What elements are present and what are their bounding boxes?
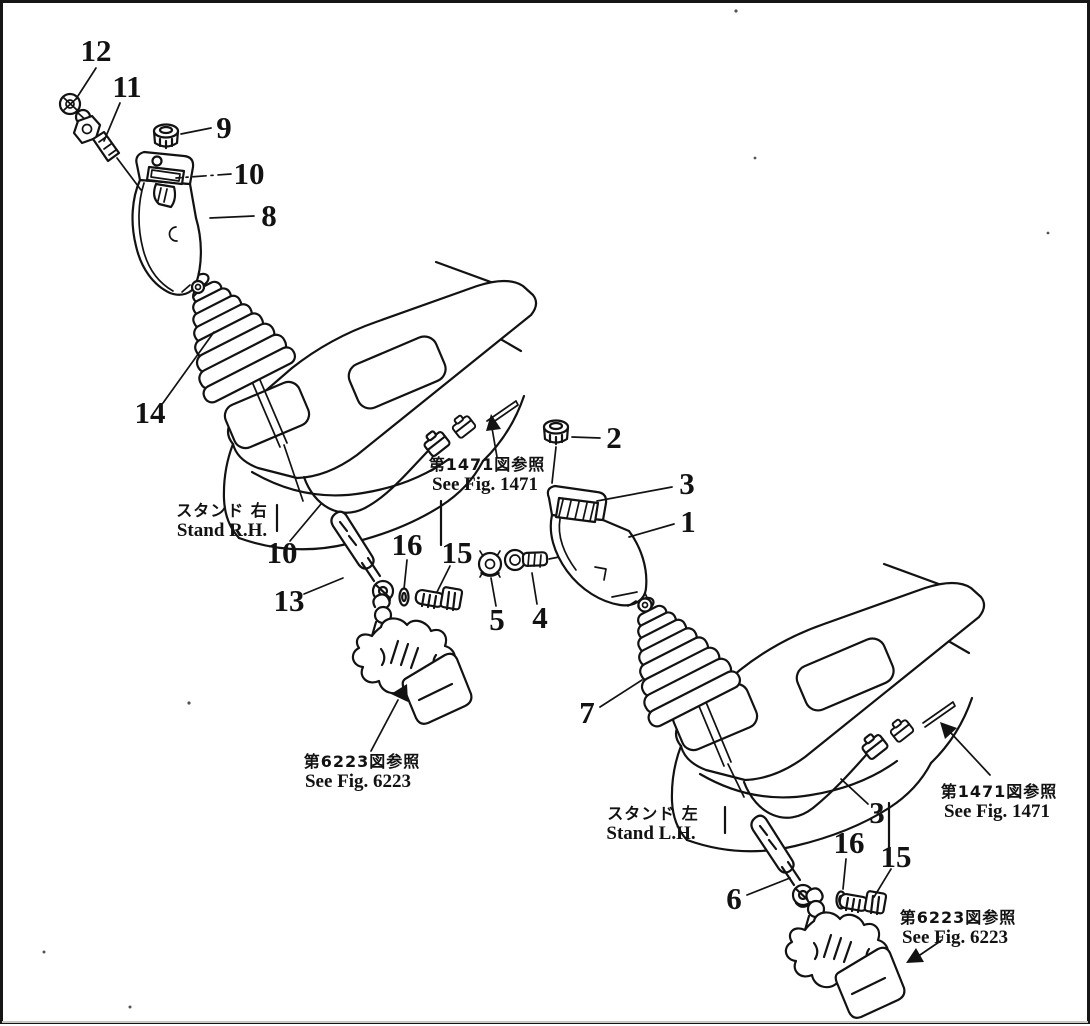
leader-lines xyxy=(75,67,892,898)
arrow-see-fig-1471-lh xyxy=(940,722,991,776)
leader-3a xyxy=(596,486,673,502)
callout-13: 13 xyxy=(274,583,305,618)
leader-11 xyxy=(103,102,121,142)
leader-9 xyxy=(180,127,212,135)
lever-shaft-rh xyxy=(249,372,304,502)
leader-3b xyxy=(840,778,869,805)
leader-5 xyxy=(490,577,497,607)
callout-15b: 15 xyxy=(881,839,912,874)
label-stand-lh-jp: スタンド 左 xyxy=(607,804,699,823)
label-see-fig-6223-rh-en: See Fig. 6223 xyxy=(305,771,411,792)
callout-2: 2 xyxy=(606,420,622,455)
leader-2 xyxy=(571,436,601,439)
leader-15b xyxy=(873,868,892,898)
cap-rh xyxy=(152,123,180,150)
label-see-fig-1471-lh-jp: 第1471図参照 xyxy=(941,782,1058,801)
stand-rh-assembly xyxy=(58,92,575,725)
label-stand-rh-jp: スタンド 右 xyxy=(176,501,268,520)
callout-15a: 15 xyxy=(442,535,473,570)
callout-7: 7 xyxy=(579,695,595,730)
bolt-11 xyxy=(72,114,142,191)
leader-4 xyxy=(531,572,538,605)
grip-rh xyxy=(131,150,206,298)
callout-11: 11 xyxy=(112,69,141,104)
leader-7 xyxy=(599,679,643,708)
scan-speckles xyxy=(42,9,1050,1009)
callout-3b: 3 xyxy=(869,795,885,830)
switch-rh xyxy=(145,165,186,209)
callout-5: 5 xyxy=(489,602,505,637)
leader-15a xyxy=(436,565,451,593)
arrow-see-fig-1471-rh xyxy=(486,414,501,458)
cap-lh xyxy=(542,419,570,446)
callout-6: 6 xyxy=(726,881,742,916)
label-see-fig-1471-rh-jp: 第1471図参照 xyxy=(429,455,546,474)
switch-cable-rh xyxy=(302,450,429,514)
callout-1: 1 xyxy=(680,504,696,539)
label-see-fig-6223-rh-jp: 第6223図参照 xyxy=(304,752,421,771)
callout-3a: 3 xyxy=(679,466,695,501)
label-see-fig-1471-lh-en: See Fig. 1471 xyxy=(944,801,1050,822)
callout-10b: 10 xyxy=(267,535,298,570)
nut-5 xyxy=(477,550,503,578)
label-see-fig-6223-lh-en: See Fig. 6223 xyxy=(902,927,1008,948)
callout-4: 4 xyxy=(532,600,548,635)
leader-12 xyxy=(75,67,97,100)
harness-wire-lh xyxy=(922,701,956,728)
callout-14: 14 xyxy=(135,395,166,430)
grip-lh xyxy=(546,484,653,613)
arrow-see-fig-6223-rh xyxy=(370,684,408,752)
leader-6 xyxy=(746,877,791,896)
leader-10b xyxy=(289,503,322,542)
leader-1 xyxy=(628,523,675,538)
callout-12: 12 xyxy=(81,33,112,68)
leader-8 xyxy=(209,215,255,219)
callout-16b: 16 xyxy=(834,825,865,860)
leader-16b xyxy=(842,858,847,890)
label-see-fig-1471-rh-en: See Fig. 1471 xyxy=(432,474,538,495)
leader-16a xyxy=(403,559,408,590)
switch-cable-lh xyxy=(742,752,869,819)
leader-10a xyxy=(175,173,232,179)
label-stand-rh-en: Stand R.H. xyxy=(177,520,267,541)
switch-lh xyxy=(554,496,600,524)
label-see-fig-6223-lh-jp: 第6223図参照 xyxy=(900,908,1017,927)
callout-8: 8 xyxy=(261,198,277,233)
callout-16a: 16 xyxy=(392,527,423,562)
lever-shaft-lh xyxy=(695,694,745,798)
leader-14 xyxy=(162,331,215,404)
callouts: 12 11 9 10 8 14 10 13 16 15 5 4 2 3 1 7 … xyxy=(81,33,912,916)
cap-lh-axis xyxy=(551,446,557,484)
callout-9: 9 xyxy=(216,110,232,145)
page-border-bottom xyxy=(2,1021,1088,1023)
stand-lh-assembly xyxy=(542,419,986,1019)
arrow-see-fig-6223-lh xyxy=(906,939,943,963)
leader-13 xyxy=(303,577,344,595)
annotations: スタンド 右 Stand R.H. 第1471図参照 See Fig. 1471… xyxy=(176,455,1058,948)
label-stand-lh-en: Stand L.H. xyxy=(606,823,695,844)
washer-16a xyxy=(398,587,410,607)
reference-arrows xyxy=(370,414,991,963)
callout-10a: 10 xyxy=(234,156,265,191)
